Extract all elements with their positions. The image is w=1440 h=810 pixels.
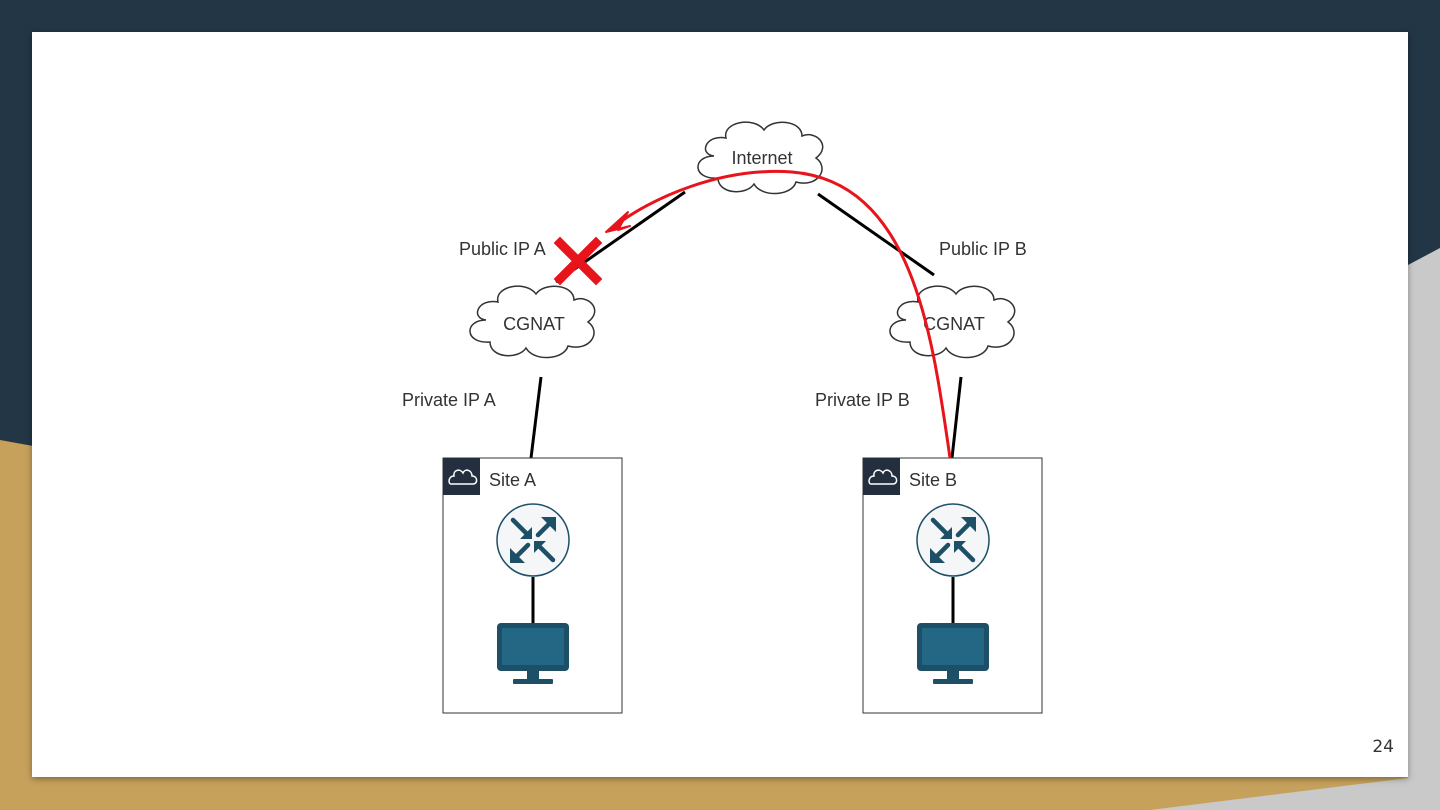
internet-cloud: Internet	[697, 121, 824, 195]
cgnat-b-cloud: CGNAT	[889, 285, 1016, 359]
site-b-label: Site B	[909, 470, 957, 490]
public-ip-b-label: Public IP B	[939, 239, 1027, 259]
site-b-box: Site B	[862, 457, 1043, 714]
cloud-icon	[868, 469, 898, 485]
internet-label: Internet	[731, 148, 792, 168]
private-ip-b-label: Private IP B	[815, 390, 910, 410]
site-a-box: Site A	[442, 457, 623, 714]
public-ip-a-label: Public IP A	[459, 239, 546, 259]
slide: Internet CGNAT CGNAT Public IP A Public …	[32, 32, 1408, 777]
desktop-icon	[917, 623, 989, 684]
cgnat-b-label: CGNAT	[923, 314, 985, 334]
cloud-icon	[448, 469, 478, 485]
link-internet-cgnat-b	[817, 192, 935, 277]
blocked-path-arrow	[611, 169, 952, 459]
private-ip-a-label: Private IP A	[402, 390, 496, 410]
blocked-x-icon	[553, 236, 603, 286]
router-icon	[916, 503, 990, 577]
site-a-label: Site A	[489, 470, 536, 490]
router-icon	[496, 503, 570, 577]
cgnat-a-label: CGNAT	[503, 314, 565, 334]
network-diagram: Internet CGNAT CGNAT Public IP A Public …	[402, 121, 1043, 714]
page-number: 24	[1372, 737, 1394, 757]
desktop-icon	[497, 623, 569, 684]
link-cgnat-a-site-a	[529, 376, 543, 459]
link-cgnat-b-site-b	[950, 376, 963, 459]
cgnat-a-cloud: CGNAT	[469, 285, 596, 359]
arrow-head	[605, 211, 631, 233]
